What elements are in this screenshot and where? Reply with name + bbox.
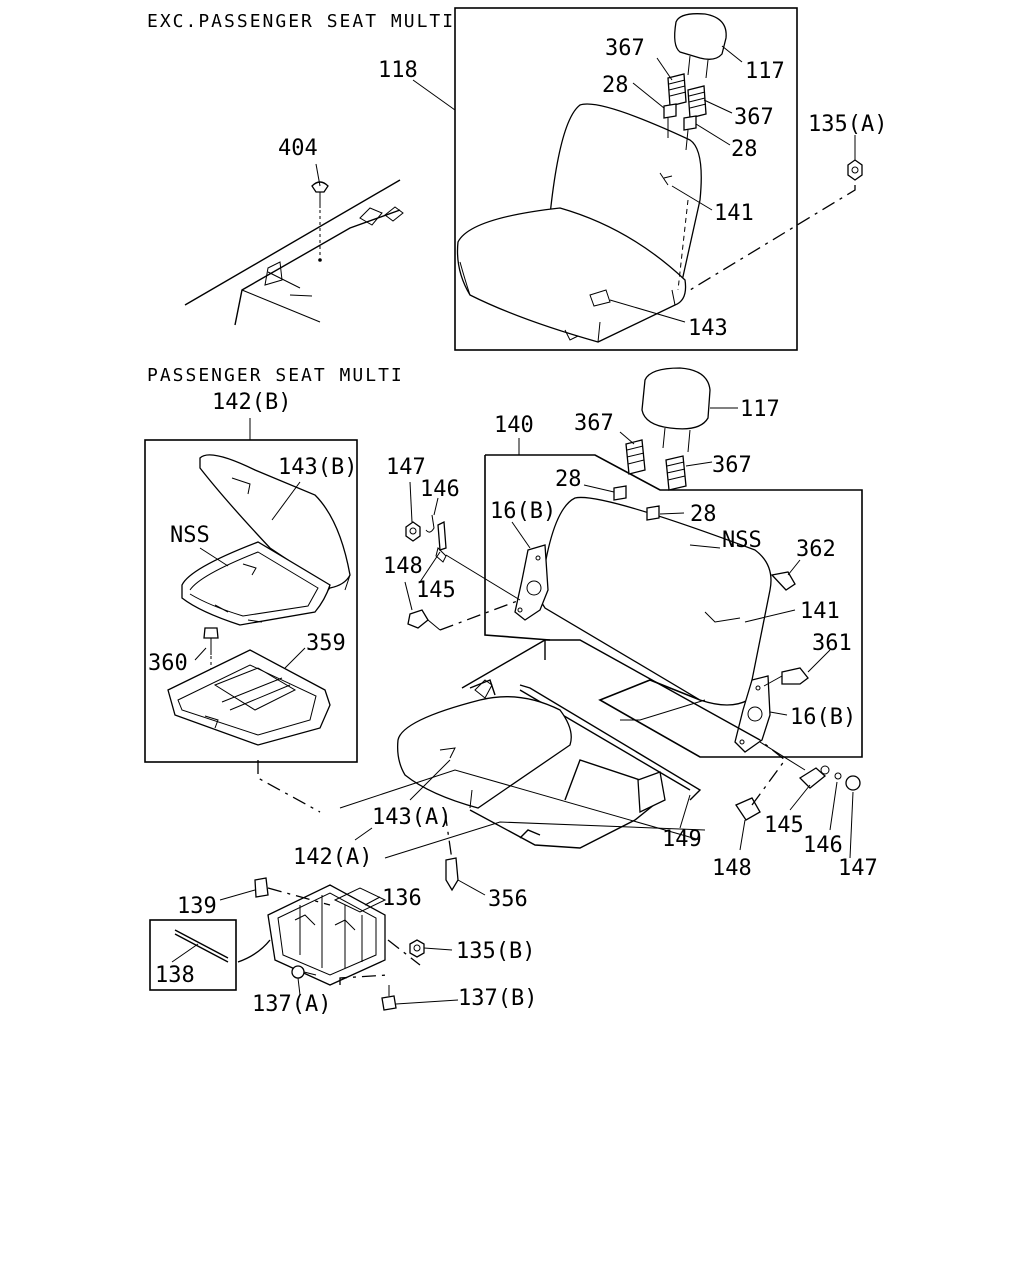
callout-361: 361 <box>812 631 852 656</box>
callout-145-left: 145 <box>416 578 456 603</box>
clip-404 <box>311 181 329 262</box>
callout-28-bottom-b: 28 <box>690 502 717 527</box>
seat-base-frame <box>469 759 666 849</box>
storage-tray-359 <box>167 649 331 746</box>
bolt-139 <box>254 877 331 906</box>
callout-359: 359 <box>306 631 346 656</box>
callout-404: 404 <box>278 136 318 161</box>
callout-16b-right: 16(B) <box>790 705 856 730</box>
bolt-137b <box>381 985 397 1011</box>
callout-118: 118 <box>378 58 418 83</box>
callout-117-top: 117 <box>745 59 785 84</box>
callout-362: 362 <box>796 537 836 562</box>
exc-guides <box>663 73 707 151</box>
inset-leaders <box>194 481 306 669</box>
callout-148-right: 148 <box>712 856 752 881</box>
hinge-16b-right <box>734 675 771 753</box>
exc-nut-135a <box>847 159 863 181</box>
screw-137a <box>291 965 317 979</box>
callout-142a: 142(A) <box>293 845 372 870</box>
strap-138-box <box>149 919 237 991</box>
callout-141-bottom: 141 <box>800 599 840 624</box>
callout-367-top-b: 367 <box>734 105 774 130</box>
callout-135a: 135(A) <box>808 112 887 137</box>
callout-nss-right: NSS <box>722 528 762 553</box>
callout-28-top-b: 28 <box>731 137 758 162</box>
multi-backrest <box>539 496 772 706</box>
callout-nss-left: NSS <box>170 523 210 548</box>
fasteners-right <box>735 571 861 821</box>
nut-135b <box>409 939 425 958</box>
callout-146-left: 146 <box>420 477 460 502</box>
callout-117-bottom: 117 <box>740 397 780 422</box>
callout-28-top-a: 28 <box>602 73 629 98</box>
bottom-leaders <box>171 407 854 1005</box>
callout-140: 140 <box>494 413 534 438</box>
callout-356: 356 <box>488 887 528 912</box>
callout-16b-left: 16(B) <box>490 499 556 524</box>
exc-seat <box>456 103 702 343</box>
callout-142b: 142(B) <box>212 390 291 415</box>
callout-138: 138 <box>155 963 195 988</box>
callout-141-top: 141 <box>714 201 754 226</box>
callout-360: 360 <box>148 651 188 676</box>
multi-seat-cushion <box>397 696 572 809</box>
hinge-16b-left <box>514 544 549 621</box>
callout-145-right: 145 <box>764 813 804 838</box>
callout-143b: 143(B) <box>278 455 357 480</box>
dash-guides-multi <box>257 699 706 861</box>
callout-135b: 135(B) <box>456 939 535 964</box>
callout-367-bottom-a: 367 <box>574 411 614 436</box>
clip-356 <box>445 857 459 892</box>
callout-146-right: 146 <box>803 833 843 858</box>
storage-inset-box <box>144 418 358 763</box>
callout-136: 136 <box>382 886 422 911</box>
lower-tray-136 <box>237 884 387 986</box>
storage-lid-143b <box>199 454 351 599</box>
multi-headrest <box>641 367 711 453</box>
floor-panel <box>184 179 404 326</box>
callout-147-left: 147 <box>386 455 426 480</box>
exc-headrest <box>674 13 727 79</box>
callout-367-top-a: 367 <box>605 36 645 61</box>
lower-dash-guides <box>339 939 421 985</box>
top-leaders <box>315 45 856 323</box>
callout-137a: 137(A) <box>252 992 331 1017</box>
multi-section-title: PASSENGER SEAT MULTI <box>147 365 404 386</box>
fasteners-left <box>405 514 521 631</box>
callout-367-bottom-b: 367 <box>712 453 752 478</box>
callout-143-top: 143 <box>688 316 728 341</box>
storage-frame-nss <box>181 541 331 626</box>
exc-section-title: EXC.PASSENGER SEAT MULTI <box>147 11 455 32</box>
callout-139: 139 <box>177 894 217 919</box>
callout-148-left: 148 <box>383 554 423 579</box>
callout-137b: 137(B) <box>458 986 537 1011</box>
multi-guides <box>613 439 687 521</box>
callout-147-right: 147 <box>838 856 878 881</box>
exc-seat-frame-box <box>454 7 798 351</box>
callout-28-bottom-a: 28 <box>555 467 582 492</box>
callout-143a-seat: 143(A) <box>372 805 451 830</box>
callout-149: 149 <box>662 827 702 852</box>
